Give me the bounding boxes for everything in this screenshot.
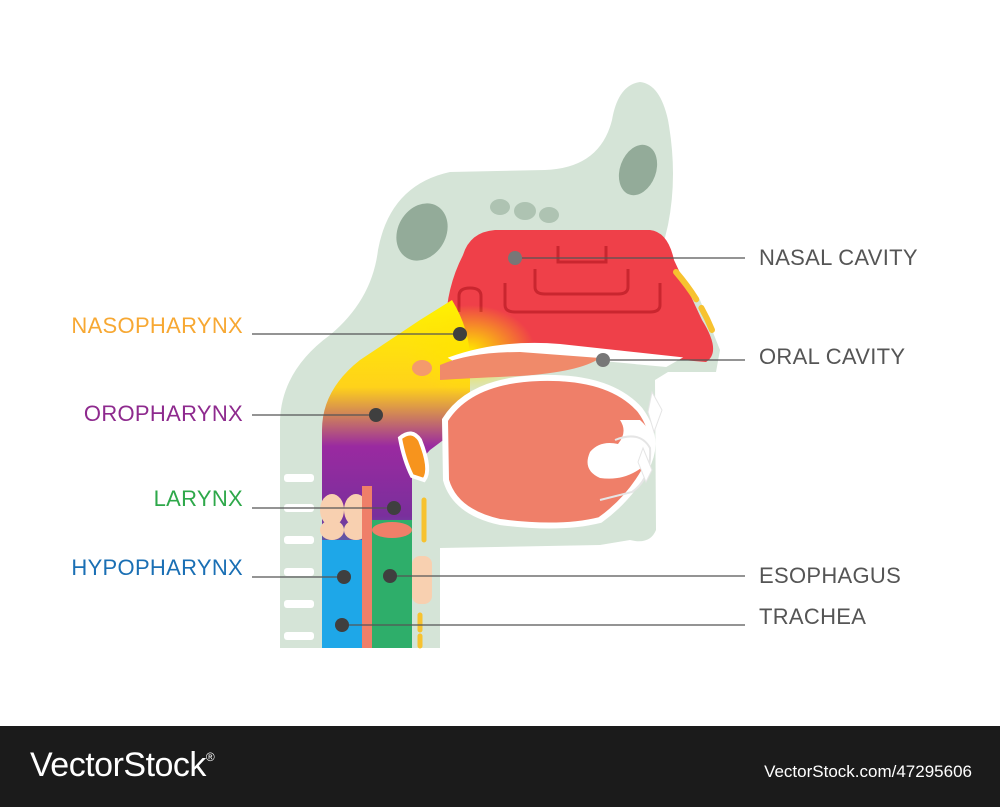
label-esophagus: ESOPHAGUS	[759, 563, 902, 588]
thyroid-cartilage	[412, 556, 432, 604]
cervical-vertebrae	[284, 474, 314, 640]
dot-esophagus	[383, 569, 397, 583]
soft-palate	[440, 352, 600, 380]
turbinate-upper	[556, 246, 608, 264]
label-oral-cavity: ORAL CAVITY	[759, 344, 906, 369]
dot-oropharynx	[369, 408, 383, 422]
lower-lip	[599, 435, 652, 501]
esophagus-wall	[362, 486, 372, 648]
nasal-cartilage	[673, 269, 715, 333]
turbinate-middle	[533, 269, 630, 296]
label-nasopharynx: NASOPHARYNX	[71, 313, 243, 338]
turbinate-lower	[503, 283, 662, 314]
frontal-sinus	[618, 144, 658, 196]
epiglottis	[397, 431, 430, 483]
tongue-tip-curl	[587, 420, 654, 479]
dot-oral-cavity	[596, 353, 610, 367]
hyoid-cartilage-marks	[417, 497, 427, 649]
vocal-fold-left	[320, 494, 344, 526]
dot-larynx	[387, 501, 401, 515]
label-nasal-cavity: NASAL CAVITY	[759, 245, 918, 270]
ethmoid-cell-2	[514, 202, 536, 220]
registered-mark: ®	[205, 750, 215, 764]
sphenoid-sinus	[396, 203, 448, 261]
vocal-fold-lower-left	[320, 520, 344, 540]
lower-incisor	[637, 446, 653, 484]
dot-hypopharynx	[337, 570, 351, 584]
brand-name: VectorStock	[30, 746, 206, 784]
label-hypopharynx: HYPOPHARYNX	[71, 555, 243, 580]
adenoid	[412, 360, 432, 376]
dot-nasopharynx	[453, 327, 467, 341]
brand-logo: VectorStock®	[30, 746, 215, 785]
pharynx-anatomy-diagram	[252, 82, 745, 649]
label-trachea: TRACHEA	[759, 604, 867, 629]
stock-footer: VectorStock® VectorStock.com/47295606	[0, 726, 1000, 807]
dot-trachea	[335, 618, 349, 632]
dot-nasal-cavity	[508, 251, 522, 265]
upper-incisor	[647, 390, 663, 434]
ethmoid-cell-3	[539, 207, 559, 223]
esophagus-sphincter	[372, 522, 412, 538]
ethmoid-cell-1	[490, 199, 510, 215]
image-id: VectorStock.com/47295606	[764, 762, 972, 781]
eustachian-tube-opening	[457, 286, 483, 312]
esophagus-tube	[372, 520, 412, 648]
label-oropharynx: OROPHARYNX	[83, 401, 243, 426]
label-larynx: LARYNX	[153, 486, 243, 511]
